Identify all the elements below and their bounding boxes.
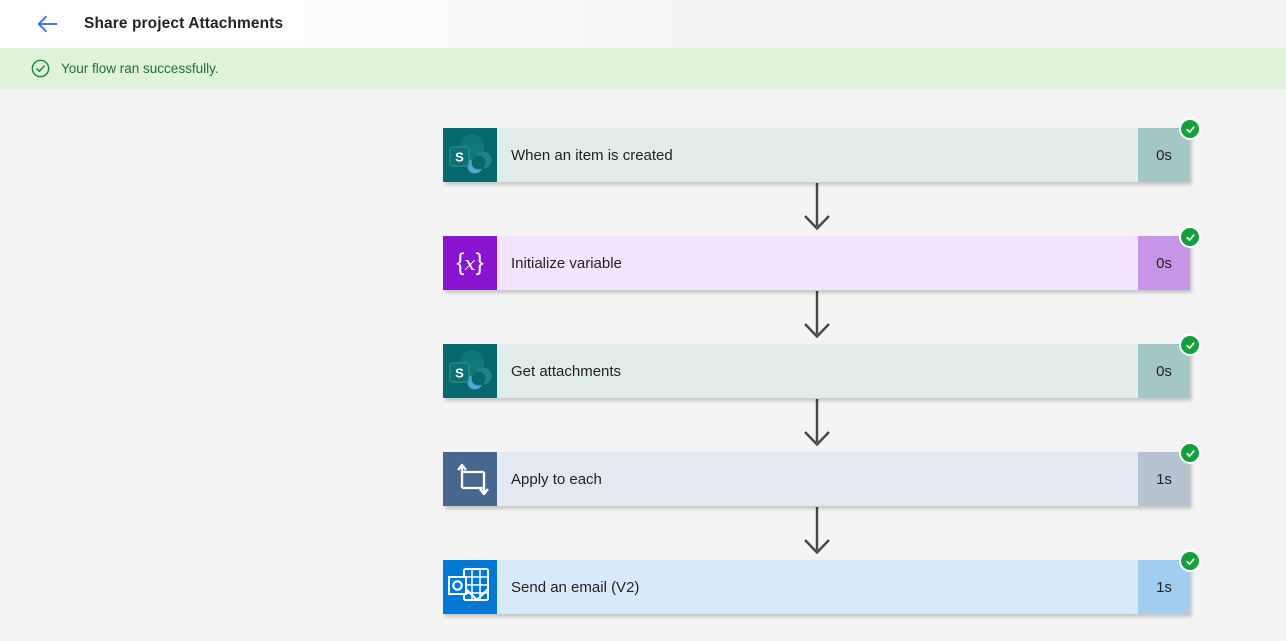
flow-step-get-attachments[interactable]: S Get attachments 0s xyxy=(443,334,1201,398)
step-label: Initialize variable xyxy=(511,254,622,272)
success-check-badge xyxy=(1179,226,1201,248)
apply-to-each-icon xyxy=(443,452,497,506)
step-body: Initialize variable xyxy=(497,236,1138,290)
connector-arrow xyxy=(798,398,836,452)
step-body: Send an email (V2) xyxy=(497,560,1138,614)
back-button[interactable] xyxy=(32,11,62,37)
outlook-icon xyxy=(443,560,497,614)
success-check-badge xyxy=(1179,442,1201,464)
arrow-down-icon xyxy=(798,398,836,456)
step-duration: 0s xyxy=(1138,128,1190,182)
svg-text:{x}: {x} xyxy=(456,249,483,276)
connector-arrow xyxy=(798,506,836,560)
step-duration: 0s xyxy=(1138,236,1190,290)
success-banner: Your flow ran successfully. xyxy=(0,48,1286,89)
flow-step-when-an-item-is-created[interactable]: S When an item is created 0s xyxy=(443,118,1201,182)
flow-diagram: S When an item is created 0s {x} xyxy=(443,89,1201,614)
step-body: Apply to each xyxy=(497,452,1138,506)
flow-step-initialize-variable[interactable]: {x} Initialize variable 0s xyxy=(443,226,1201,290)
circle-check-icon xyxy=(31,59,50,78)
connector-arrow xyxy=(798,290,836,344)
sharepoint-icon: S xyxy=(443,344,497,398)
arrow-down-icon xyxy=(798,182,836,240)
success-check-badge xyxy=(1179,334,1201,356)
step-label: Apply to each xyxy=(511,470,602,488)
step-label: When an item is created xyxy=(511,146,673,164)
arrow-down-icon xyxy=(798,506,836,564)
step-body: Get attachments xyxy=(497,344,1138,398)
step-body: When an item is created xyxy=(497,128,1138,182)
arrow-left-icon xyxy=(36,15,58,33)
page-title: Share project Attachments xyxy=(84,15,284,32)
step-duration: 1s xyxy=(1138,452,1190,506)
banner-message: Your flow ran successfully. xyxy=(61,61,219,76)
flow-step-send-an-email[interactable]: Send an email (V2) 1s xyxy=(443,550,1201,614)
variable-icon: {x} xyxy=(443,236,497,290)
flow-canvas: S When an item is created 0s {x} xyxy=(0,89,1286,641)
flow-step-apply-to-each[interactable]: Apply to each 1s xyxy=(443,442,1201,506)
step-duration: 1s xyxy=(1138,560,1190,614)
step-label: Send an email (V2) xyxy=(511,578,640,596)
success-check-badge xyxy=(1179,550,1201,572)
header: Share project Attachments xyxy=(0,0,1286,48)
success-check-badge xyxy=(1179,118,1201,140)
step-duration: 0s xyxy=(1138,344,1190,398)
svg-text:S: S xyxy=(455,150,464,165)
step-label: Get attachments xyxy=(511,362,622,380)
connector-arrow xyxy=(798,182,836,236)
svg-text:S: S xyxy=(455,366,464,381)
arrow-down-icon xyxy=(798,290,836,348)
sharepoint-icon: S xyxy=(443,128,497,182)
